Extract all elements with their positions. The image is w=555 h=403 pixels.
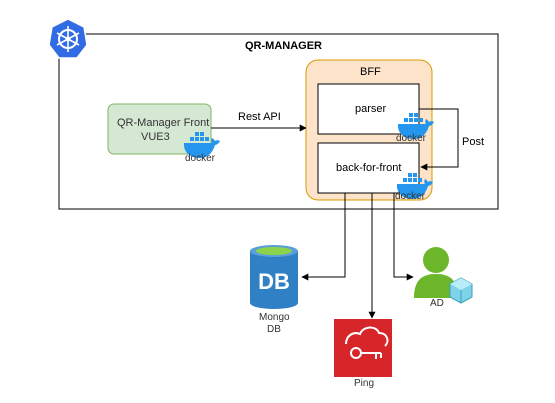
- active-directory-icon: [414, 247, 473, 304]
- backend-label: back-for-front: [336, 162, 402, 174]
- bff-title: BFF: [360, 66, 381, 78]
- docker-label: docker: [185, 153, 216, 164]
- docker-icon: [184, 132, 220, 158]
- ping-label: Ping: [354, 378, 375, 389]
- post-label: Post: [462, 136, 485, 148]
- ad-edge: [393, 193, 414, 281]
- rest-api-label: Rest API: [238, 111, 281, 123]
- cluster-boundary: [58, 33, 499, 210]
- mongo-label-line2: DB: [267, 324, 281, 335]
- front-box: [107, 103, 212, 155]
- front-label-line2: VUE3: [141, 131, 170, 143]
- ping-identity-icon: [334, 319, 392, 377]
- ad-label: AD: [430, 298, 444, 309]
- mongo-label-line1: Mongo: [259, 312, 290, 323]
- docker-icon: [397, 173, 433, 199]
- parser-label: parser: [355, 103, 387, 115]
- post-edge: [419, 108, 459, 171]
- mongo-db-icon: [250, 245, 298, 309]
- docker-label: docker: [396, 133, 427, 144]
- cluster-title: QR-MANAGER: [245, 40, 322, 52]
- mongo-badge-text: DB: [258, 269, 290, 294]
- front-label-line1: QR-Manager Front: [117, 117, 210, 129]
- docker-icon: [398, 113, 434, 139]
- mongo-edge: [301, 193, 346, 281]
- docker-label: docker: [395, 191, 426, 202]
- kubernetes-icon: [48, 18, 88, 59]
